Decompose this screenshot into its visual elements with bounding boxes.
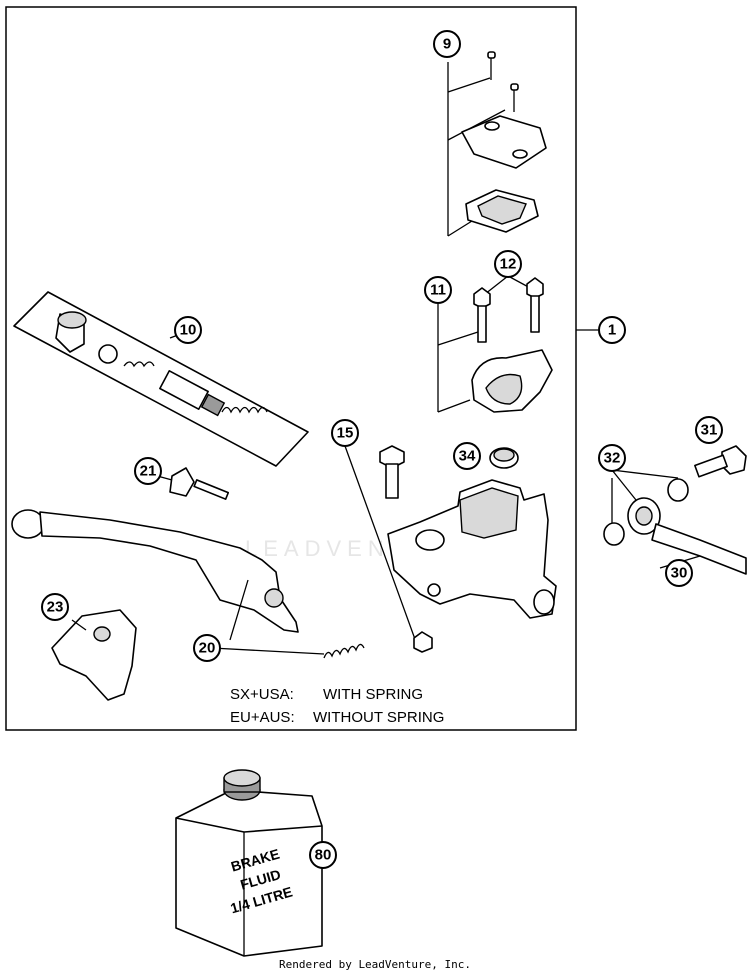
svg-text:21: 21 <box>140 463 157 480</box>
svg-text:23: 23 <box>47 599 64 616</box>
pivot-bolt-group <box>344 445 433 653</box>
svg-text:31: 31 <box>701 422 718 439</box>
svg-text:20: 20 <box>199 640 216 657</box>
callout-20[interactable]: 20 <box>193 634 221 662</box>
lever-spring-part <box>211 643 365 659</box>
svg-text:12: 12 <box>500 256 517 273</box>
svg-text:10: 10 <box>180 322 197 339</box>
piston-kit-group <box>13 291 309 467</box>
reservoir-cover-group <box>447 51 547 237</box>
brake-lever-part <box>11 509 299 633</box>
lever-cover-part <box>51 609 137 701</box>
svg-text:34: 34 <box>459 448 476 465</box>
brake-hose-group <box>603 445 747 575</box>
callout-23[interactable]: 23 <box>41 593 69 621</box>
svg-text:11: 11 <box>430 282 446 299</box>
brake-fluid-bottle: BRAKE FLUID 1/4 LITRE <box>175 769 323 957</box>
callout-80[interactable]: 80 <box>309 841 337 869</box>
svg-text:30: 30 <box>671 565 688 582</box>
adjuster-screw-part <box>169 467 230 500</box>
svg-text:9: 9 <box>443 36 451 53</box>
callout-9[interactable]: 9 <box>433 30 461 58</box>
svg-text:32: 32 <box>604 450 621 467</box>
callout-30[interactable]: 30 <box>665 559 693 587</box>
master-cylinder-body <box>387 479 557 619</box>
callout-12[interactable]: 12 <box>494 250 522 278</box>
note-region-1: SX+USA: <box>230 686 294 703</box>
callout-1[interactable]: 1 <box>598 316 626 344</box>
callout-34[interactable]: 34 <box>453 442 481 470</box>
callout-15[interactable]: 15 <box>331 419 359 447</box>
cap-part <box>489 447 519 469</box>
callout-11[interactable]: 11 <box>424 276 452 304</box>
svg-text:15: 15 <box>337 425 354 442</box>
callout-31[interactable]: 31 <box>695 416 723 444</box>
callout-32[interactable]: 32 <box>598 444 626 472</box>
callout-21[interactable]: 21 <box>134 457 162 485</box>
svg-text:80: 80 <box>315 847 332 864</box>
note-text-2: WITHOUT SPRING <box>313 709 444 726</box>
svg-text:1: 1 <box>608 322 616 339</box>
handlebar-clamp-group <box>437 275 553 413</box>
footer-credit: Rendered by LeadVenture, Inc. <box>278 958 472 971</box>
note-region-2: EU+AUS: <box>230 709 295 726</box>
note-text-1: WITH SPRING <box>323 686 423 703</box>
callout-10[interactable]: 10 <box>174 316 202 344</box>
assembly-frame <box>5 6 577 731</box>
